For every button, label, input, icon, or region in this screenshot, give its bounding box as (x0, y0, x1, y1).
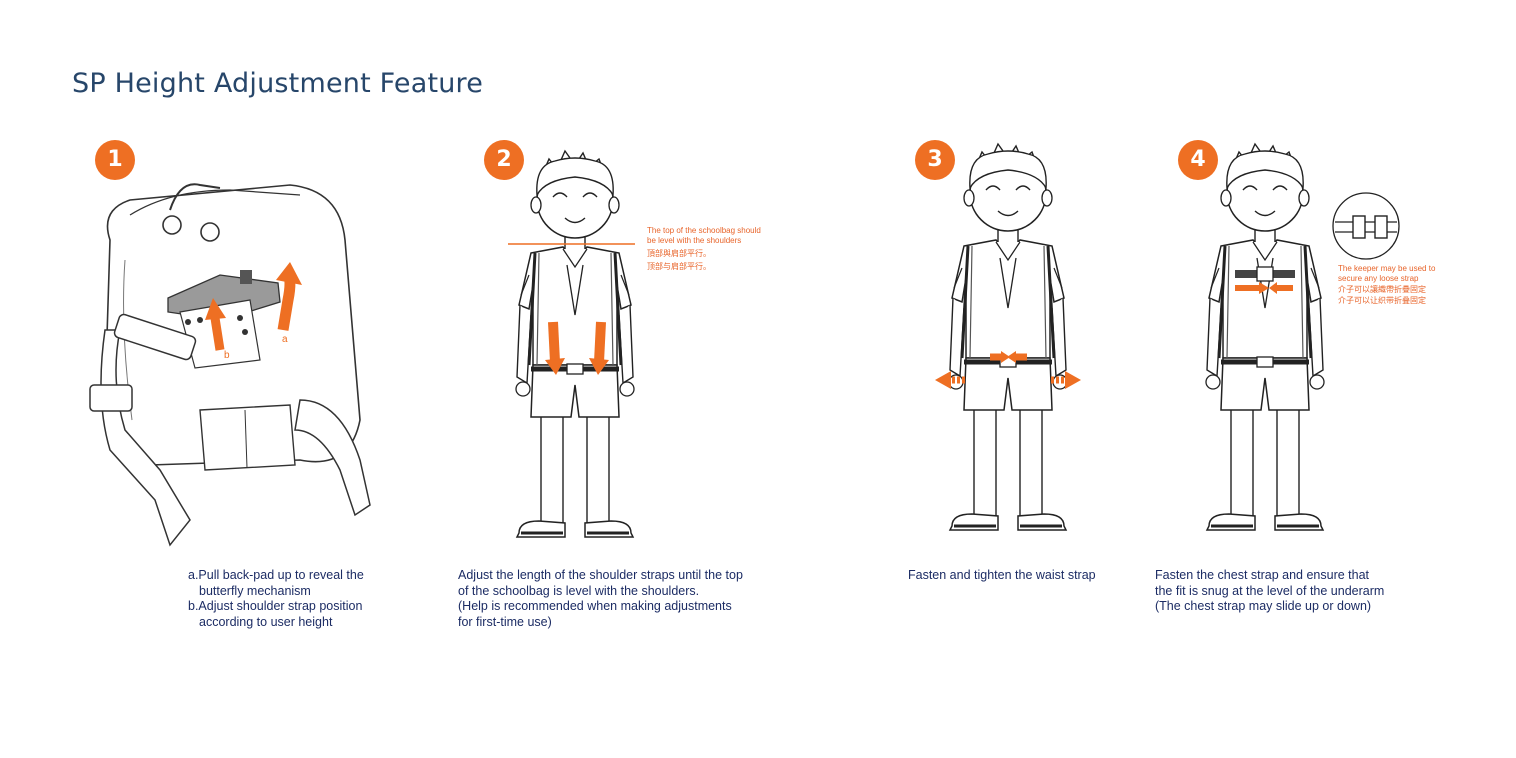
child-waist-strap-icon (905, 0, 1105, 560)
page-title: SP Height Adjustment Feature (72, 68, 483, 99)
caption-line: Adjust the length of the shoulder straps… (458, 568, 743, 584)
caption-line: (Help is recommended when making adjustm… (458, 599, 743, 615)
step-number-badge: 1 (95, 140, 135, 180)
note-line: 顶部与肩部平行。 (647, 262, 761, 272)
caption-line: Fasten and tighten the waist strap (908, 568, 1096, 584)
step-caption: Adjust the length of the shoulder straps… (458, 568, 743, 630)
note-line: The top of the schoolbag should (647, 226, 761, 236)
arrow-label-b: b (224, 350, 230, 361)
arrow-label-a: a (282, 334, 288, 345)
caption-line: (The chest strap may slide up or down) (1155, 599, 1384, 615)
note-line: The keeper may be used to (1338, 264, 1435, 274)
note-line: be level with the shoulders (647, 236, 761, 246)
caption-line: butterfly mechanism (188, 584, 364, 600)
caption-line: b.Adjust shoulder strap position (188, 599, 364, 615)
note-line: secure any loose strap (1338, 274, 1435, 284)
step-number-badge: 2 (484, 140, 524, 180)
level-note: The top of the schoolbag should be level… (647, 226, 761, 272)
keeper-note: The keeper may be used to secure any loo… (1338, 264, 1435, 306)
caption-line: Fasten the chest strap and ensure that (1155, 568, 1384, 584)
caption-line: for first-time use) (458, 615, 743, 631)
step-number-badge: 4 (1178, 140, 1218, 180)
note-line: 頂部與肩部平行。 (647, 249, 761, 259)
child-chest-strap-icon (1165, 0, 1425, 560)
step-caption: Fasten and tighten the waist strap (908, 568, 1096, 584)
caption-line: the fit is snug at the level of the unde… (1155, 584, 1384, 600)
child-shoulder-straps-icon (475, 0, 675, 560)
caption-line: a.Pull back-pad up to reveal the (188, 568, 364, 582)
note-line: 介子可以让织带折叠固定 (1338, 296, 1435, 306)
caption-line: according to user height (188, 615, 364, 631)
step-caption: Fasten the chest strap and ensure that t… (1155, 568, 1384, 615)
step-number-badge: 3 (915, 140, 955, 180)
caption-line: of the schoolbag is level with the shoul… (458, 584, 743, 600)
note-line: 介子可以讓織帶折疊固定 (1338, 285, 1435, 295)
step-caption: a.Pull back-pad up to reveal the butterf… (188, 568, 364, 630)
